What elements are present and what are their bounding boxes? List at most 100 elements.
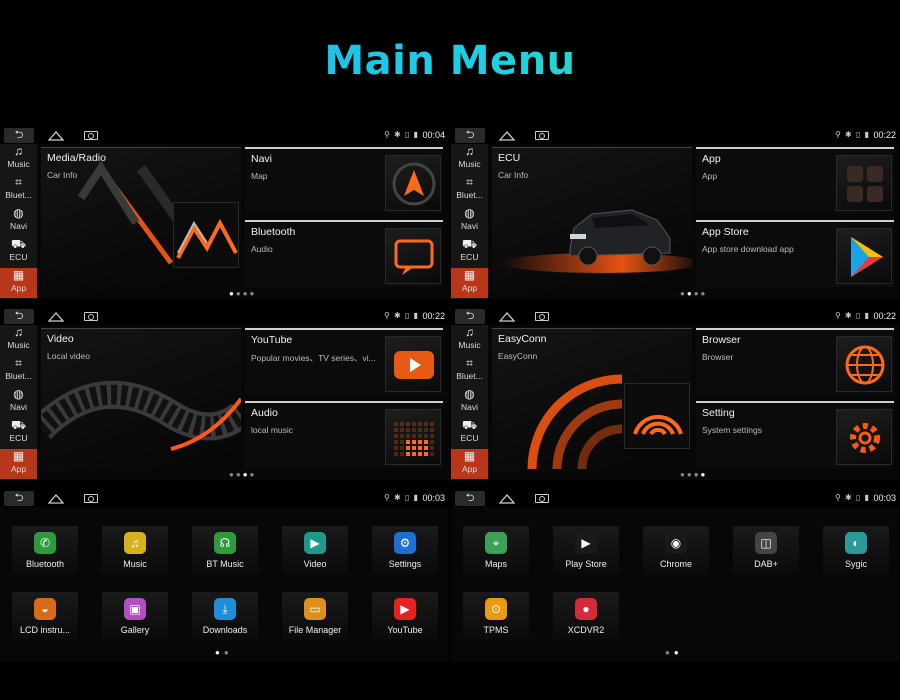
back-button[interactable]: ⮌	[455, 128, 485, 143]
app-maps[interactable]: ⌖Maps	[463, 526, 529, 574]
clock: 00:04	[422, 130, 445, 140]
home-icon[interactable]	[47, 311, 65, 324]
status-icons: ⚲ ✱ ▯ ▮	[834, 311, 870, 320]
tile-subtitle: App	[702, 171, 718, 181]
app-dab[interactable]: ◫DAB+	[733, 526, 799, 574]
app-youtube[interactable]: ▶ YouTube	[372, 592, 438, 640]
sidebar-item-bluet[interactable]: ⌗Bluet...	[451, 356, 488, 386]
youtube-icon: ▶	[394, 598, 416, 620]
home-icon[interactable]	[47, 130, 65, 143]
home-icon[interactable]	[498, 130, 516, 143]
home-icon[interactable]	[498, 493, 516, 506]
app-label: Chrome	[659, 559, 692, 569]
app-lcd-instru[interactable]: ◒LCD instru...	[12, 592, 78, 640]
recent-apps-icon[interactable]	[84, 131, 98, 140]
tile-subtitle: local music	[251, 425, 294, 435]
back-button[interactable]: ⮌	[4, 309, 34, 324]
app-settings[interactable]: ⚙Settings	[372, 526, 438, 574]
sidebar-item-ecu[interactable]: ⛟ECU	[451, 418, 488, 448]
back-button[interactable]: ⮌	[4, 491, 34, 506]
tile-icon	[385, 228, 441, 284]
home-icon[interactable]	[498, 311, 516, 324]
status-bar: ⮌⚲ ✱ ▯ ▮00:04	[0, 127, 449, 144]
sidebar-item-app[interactable]: ▦App	[451, 449, 488, 479]
music-note-icon: ♫	[14, 325, 23, 339]
back-button[interactable]: ⮌	[455, 309, 485, 324]
sidebar-item-navi[interactable]: ◍Navi	[451, 206, 488, 236]
sidebar-item-label: App	[10, 464, 27, 474]
sidebar-item-bluet[interactable]: ⌗Bluet...	[0, 356, 37, 386]
back-button[interactable]: ⮌	[4, 128, 34, 143]
app-gallery[interactable]: ▣Gallery	[102, 592, 168, 640]
sidebar-item-ecu[interactable]: ⛟ECU	[0, 418, 37, 448]
app-play-store[interactable]: ▶Play Store	[553, 526, 619, 574]
sidebar-item-app[interactable]: ▦App	[451, 268, 488, 298]
sidebar-item-navi[interactable]: ◍Navi	[451, 387, 488, 417]
tile-title: Bluetooth	[251, 226, 296, 238]
tile-icon	[385, 409, 441, 465]
home-icon[interactable]	[47, 493, 65, 506]
recent-apps-icon[interactable]	[84, 312, 98, 321]
sidebar-item-bluet[interactable]: ⌗Bluet...	[451, 175, 488, 205]
sidebar-item-bluet[interactable]: ⌗Bluet...	[0, 175, 37, 205]
tile-title: App	[702, 153, 721, 165]
tile-title: Media/Radio	[47, 152, 106, 164]
sidebar-item-navi[interactable]: ◍Navi	[0, 206, 37, 236]
recent-apps-icon[interactable]	[535, 494, 549, 503]
app-xcdvr2[interactable]: ●XCDVR2	[553, 592, 619, 640]
app-bt-music[interactable]: ☊BT Music	[192, 526, 258, 574]
app-chrome[interactable]: ◉Chrome	[643, 526, 709, 574]
app-label: YouTube	[387, 625, 423, 635]
sidebar-item-ecu[interactable]: ⛟ECU	[0, 237, 37, 267]
sidebar-item-label: App	[461, 464, 478, 474]
main-tile-icon	[173, 202, 239, 268]
app-sygic[interactable]: ◐Sygic	[823, 526, 889, 574]
status-icons: ⚲ ✱ ▯ ▮	[834, 130, 870, 139]
clock: 00:22	[873, 130, 896, 140]
app-downloads[interactable]: ⤓Downloads	[192, 592, 258, 640]
app-video[interactable]: ▶Video	[282, 526, 348, 574]
app-tpms[interactable]: ⊙TPMS	[463, 592, 529, 640]
sidebar-item-navi[interactable]: ◍Navi	[0, 387, 37, 417]
app-label: Settings	[388, 559, 422, 569]
tire-pressure-icon: ⊙	[485, 598, 507, 620]
sidebar-item-music[interactable]: ♫Music	[451, 144, 488, 174]
tile-artwork	[492, 148, 692, 290]
tile-icon	[836, 155, 892, 211]
music-note-icon: ♫	[14, 144, 23, 158]
app-label: LCD instru...	[19, 625, 70, 635]
back-button[interactable]: ⮌	[455, 491, 485, 506]
app-file-manager[interactable]: ▭File Manager	[282, 592, 348, 640]
recent-apps-icon[interactable]	[84, 494, 98, 503]
sidebar-item-app[interactable]: ▦App	[0, 449, 37, 479]
home-screen-2: ⮌ ⚲ ✱ ▯ ▮00:22 ♫Music⌗Bluet...◍Navi⛟ECU▦Ap…	[451, 127, 900, 299]
clock: 00:03	[422, 493, 445, 503]
app-drawer-1: ⮌⚲ ✱ ▯ ▮00:03 ✆Bluetooth ♫Music ☊BT Music ▶V…	[0, 490, 449, 662]
sidebar-item-ecu[interactable]: ⛟ECU	[451, 237, 488, 267]
app-label: Play Store	[565, 559, 607, 569]
app-music[interactable]: ♫Music	[102, 526, 168, 574]
app-bluetooth[interactable]: ✆Bluetooth	[12, 526, 78, 574]
recent-apps-icon[interactable]	[535, 131, 549, 140]
sidebar-item-music[interactable]: ♫Music	[0, 144, 37, 174]
clock: 00:22	[422, 311, 445, 321]
recent-apps-icon[interactable]	[535, 312, 549, 321]
sidebar-item-app[interactable]: ▦App	[0, 268, 37, 298]
status-bar: ⮌⚲ ✱ ▯ ▮00:03	[0, 490, 449, 507]
sidebar-item-label: Music	[7, 340, 30, 350]
sidebar-item-music[interactable]: ♫Music	[451, 325, 488, 355]
page-indicator: ●●●●	[680, 470, 708, 479]
sidebar-item-music[interactable]: ♫Music	[0, 325, 37, 355]
